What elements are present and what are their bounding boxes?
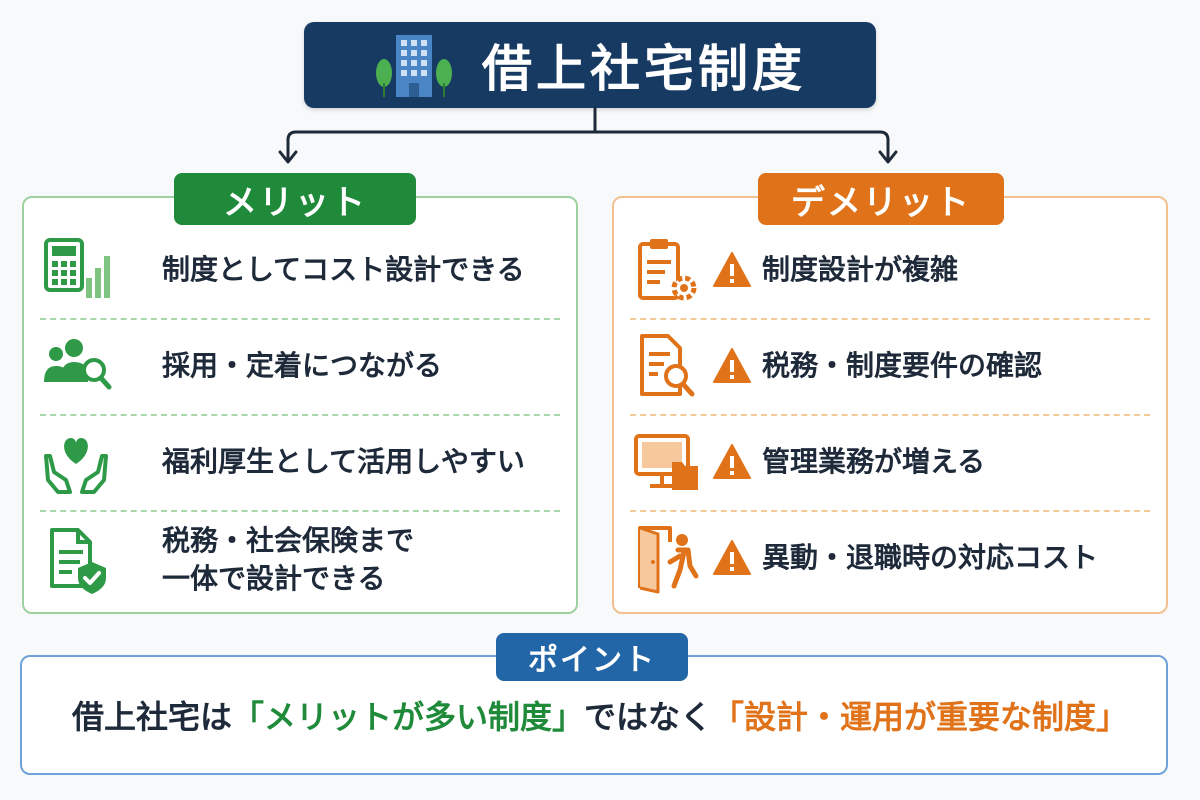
merit-item: 制度としてコスト設計できる [40, 234, 560, 306]
merit-item: 福利厚生として活用しやすい [40, 426, 560, 498]
divider [40, 414, 560, 416]
merit-text-line: 一体で設計できる [162, 562, 386, 595]
clipboard-gear-icon [630, 234, 702, 306]
divider [40, 318, 560, 320]
demerit-text: 管理業務が増える [762, 445, 986, 478]
merit-panel: 制度としてコスト設計できる 採用・定着につながる 福利厚生として活用しやすい [22, 196, 578, 614]
merit-text-line: 税務・社会保険まで [162, 524, 415, 557]
divider [630, 414, 1150, 416]
demerit-item: 税務・制度要件の確認 [630, 330, 1150, 402]
merit-text: 採用・定着につながる [162, 349, 443, 382]
merit-label: メリット [174, 173, 416, 225]
merit-item: 税務・社会保険まで 一体で設計できる [40, 522, 560, 598]
door-exit-icon [630, 522, 702, 594]
divider [630, 510, 1150, 512]
point-label: ポイント [496, 633, 688, 681]
page-title: 借上社宅制度 [482, 40, 806, 98]
merit-text: 福利厚生として活用しやすい [162, 445, 525, 478]
merit-text: 税務・社会保険まで 一体で設計できる [162, 522, 414, 598]
merit-item: 採用・定着につながる [40, 330, 560, 402]
point-text: 借上社宅は「メリットが多い制度」ではなく「設計・運用が重要な制度」 [0, 692, 1200, 738]
merit-text: 制度としてコスト設計できる [162, 253, 525, 286]
demerit-text: 税務・制度要件の確認 [762, 349, 1043, 382]
people-search-icon [40, 330, 112, 402]
monitor-folder-icon [630, 426, 702, 498]
demerit-item: 異動・退職時の対応コスト [630, 522, 1150, 594]
divider [40, 510, 560, 512]
document-shield-icon [40, 524, 112, 596]
warning-icon [713, 540, 751, 575]
demerit-item: 管理業務が増える [630, 426, 1150, 498]
point-highlight-design: 「設計・運用が重要な制度」 [712, 698, 1129, 736]
demerit-label: デメリット [758, 173, 1004, 225]
point-prefix: 借上社宅は [71, 698, 232, 736]
warning-icon [713, 252, 751, 287]
warning-icon [713, 444, 751, 479]
hands-heart-icon [40, 426, 112, 498]
point-highlight-merit: 「メリットが多い制度」 [231, 698, 584, 736]
point-middle: ではなく [584, 698, 713, 736]
warning-icon [713, 348, 751, 383]
building-icon [376, 35, 452, 97]
demerit-text: 異動・退職時の対応コスト [762, 541, 1099, 574]
divider [630, 318, 1150, 320]
title-banner: 借上社宅制度 [304, 22, 876, 108]
document-search-icon [630, 330, 702, 402]
calculator-chart-icon [40, 234, 112, 306]
demerit-text: 制度設計が複雑 [762, 253, 959, 286]
demerit-panel: 制度設計が複雑 税務・制度要件の確認 [612, 196, 1168, 614]
demerit-item: 制度設計が複雑 [630, 234, 1150, 306]
